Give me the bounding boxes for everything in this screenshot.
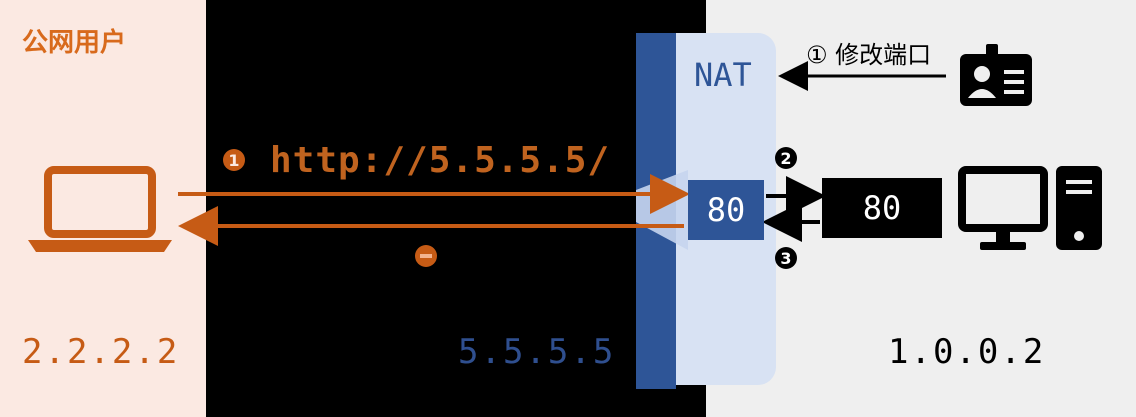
nat-beam [636,170,688,250]
laptop-icon [28,166,172,252]
server-port-box: 80 [822,178,942,238]
request-url: http://5.5.5.5/ [270,140,611,181]
svg-text:1: 1 [228,151,239,170]
nat-public-ip: 5.5.5.5 [458,332,616,372]
desktop-computer-icon [958,166,1102,250]
step-marker-3: 3 [775,247,797,269]
step-marker-2: 2 [775,147,797,169]
public-user-ip: 2.2.2.2 [22,332,180,372]
admin-id-card-icon [960,44,1032,106]
nat-port-box: 80 [688,180,764,240]
public-user-panel [0,0,206,417]
modify-port-label: ① 修改端口 [806,41,932,69]
step-marker-4 [415,245,437,267]
public-user-title: 公网用户 [22,28,127,58]
step-marker-1: 1 [223,149,245,171]
svg-text:3: 3 [780,249,791,268]
nat-label: NAT [694,56,752,94]
svg-text:2: 2 [780,149,791,168]
server-ip: 1.0.0.2 [888,332,1046,372]
